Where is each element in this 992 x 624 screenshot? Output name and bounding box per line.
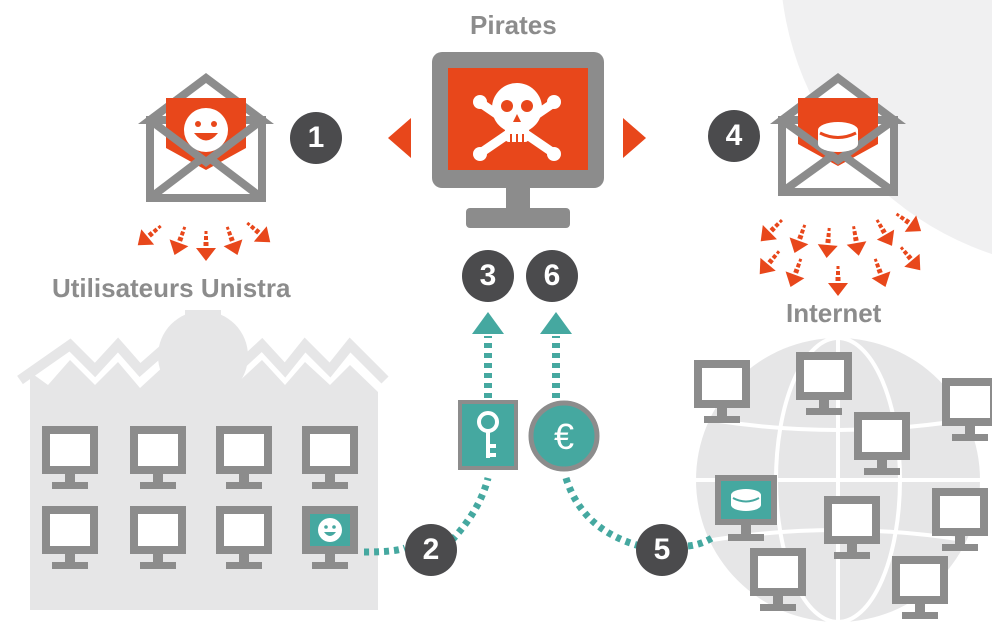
arrow-right-icon <box>623 118 646 158</box>
infected-computer <box>715 475 777 541</box>
step-badge-6: 6 <box>526 250 578 302</box>
pirate-computer <box>432 52 604 228</box>
internet-computers <box>698 356 992 619</box>
smiley-face-icon <box>184 108 228 152</box>
envelope-icon <box>138 73 274 202</box>
step-badge-3: 3 <box>462 250 514 302</box>
skull-crossbones-icon <box>473 83 561 161</box>
key-icon <box>458 400 518 470</box>
svg-text:€: € <box>554 416 574 457</box>
university-building <box>17 310 389 610</box>
database-disc-icon <box>818 122 858 152</box>
step-badge-5: 5 <box>636 524 688 576</box>
university-computers <box>46 430 358 569</box>
pirates-label: Pirates <box>470 10 557 40</box>
email-spread-arrows-right <box>752 205 928 296</box>
smiley-face-icon <box>318 518 342 542</box>
internet-label: Internet <box>786 298 882 328</box>
arrow-up-icon <box>540 312 572 334</box>
data-flow-paths <box>363 312 714 556</box>
database-disc-icon <box>731 489 761 511</box>
email-spread-arrows-left <box>131 215 277 261</box>
infected-computer <box>302 506 358 569</box>
envelope-icon <box>770 73 906 196</box>
arrow-left-icon <box>388 118 411 158</box>
step-badge-1: 1 <box>290 112 342 164</box>
step-badge-4: 4 <box>708 110 760 162</box>
step-badge-2: 2 <box>405 524 457 576</box>
euro-coin-icon: € <box>528 400 600 472</box>
users-label: Utilisateurs Unistra <box>52 273 291 303</box>
arrow-up-icon <box>472 312 504 334</box>
